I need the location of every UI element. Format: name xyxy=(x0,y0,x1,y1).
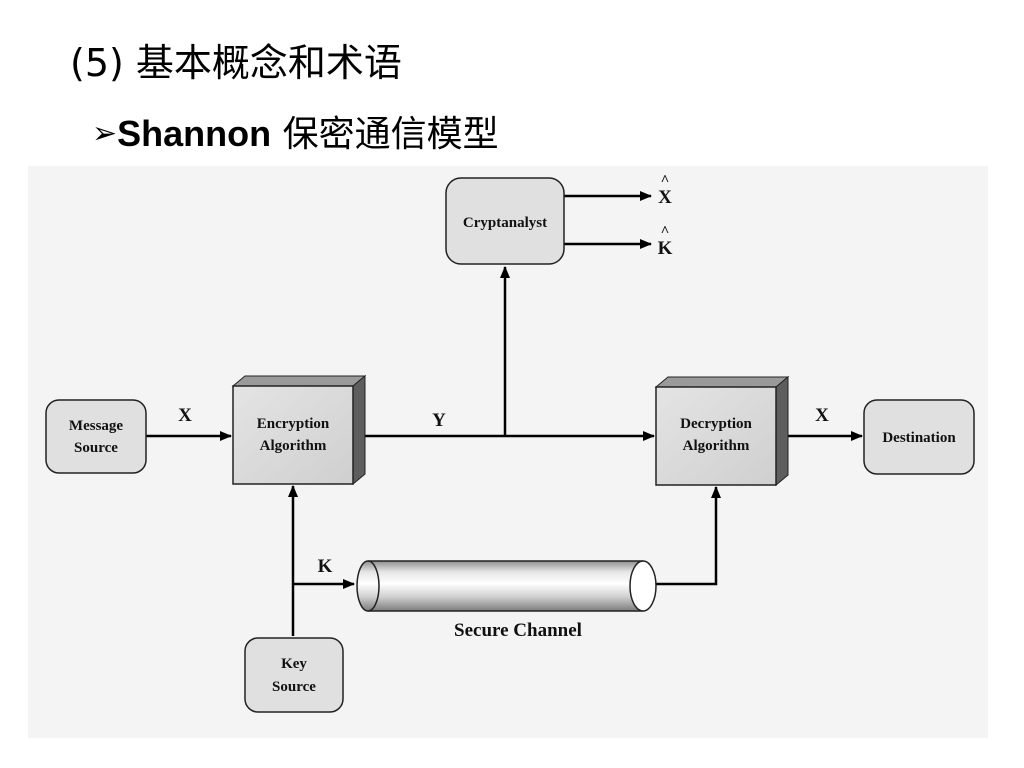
bullet-bold-text: Shannon xyxy=(117,113,272,154)
edge-label-ciphertext: Y xyxy=(432,410,446,431)
edge-label-key: K xyxy=(318,556,333,577)
decryption-algorithm-node: Decryption Algorithm xyxy=(654,375,790,487)
estimate-x-label: X xyxy=(658,187,672,208)
destination-node: Destination xyxy=(863,399,975,475)
key-source-line2: Source xyxy=(272,679,316,695)
cryptanalyst-node: Cryptanalyst xyxy=(445,177,565,265)
bullet-rest-text: 保密通信模型 xyxy=(271,114,499,155)
edge-label-plaintext-out: X xyxy=(815,405,829,426)
message-source-line2: Source xyxy=(74,440,118,456)
key-source-node: Key Source xyxy=(244,637,344,713)
estimate-x-hat: ^ xyxy=(661,173,670,189)
encryption-algorithm-node: Encryption Algorithm xyxy=(231,374,367,486)
bullet-subtitle: ➢Shannon 保密通信模型 xyxy=(92,116,499,153)
key-source-line1: Key xyxy=(281,656,307,672)
message-source-node: Message Source xyxy=(45,399,147,474)
encryption-label-line2: Algorithm xyxy=(260,438,327,454)
slide-title: (5) 基本概念和术语 xyxy=(70,41,402,85)
secure-channel-label: Secure Channel xyxy=(454,620,582,641)
estimate-k-hat: ^ xyxy=(661,224,670,240)
estimate-k-label: K xyxy=(658,238,673,259)
decryption-label-line1: Decryption xyxy=(680,416,752,432)
message-source-line1: Message xyxy=(69,418,123,434)
channel-to-decryption-arrow xyxy=(656,486,721,586)
cryptanalyst-label: Cryptanalyst xyxy=(463,215,547,231)
diagram-panel: Message Source Encryption Algorithm Decr… xyxy=(28,166,988,738)
bullet-arrow-icon: ➢ xyxy=(92,116,118,151)
secure-channel-cylinder xyxy=(356,560,657,612)
shannon-diagram: Message Source Encryption Algorithm Decr… xyxy=(45,173,975,713)
destination-label: Destination xyxy=(882,430,956,446)
encryption-label-line1: Encryption xyxy=(257,416,330,432)
decryption-label-line2: Algorithm xyxy=(683,438,750,454)
edge-label-plaintext-in: X xyxy=(178,405,192,426)
